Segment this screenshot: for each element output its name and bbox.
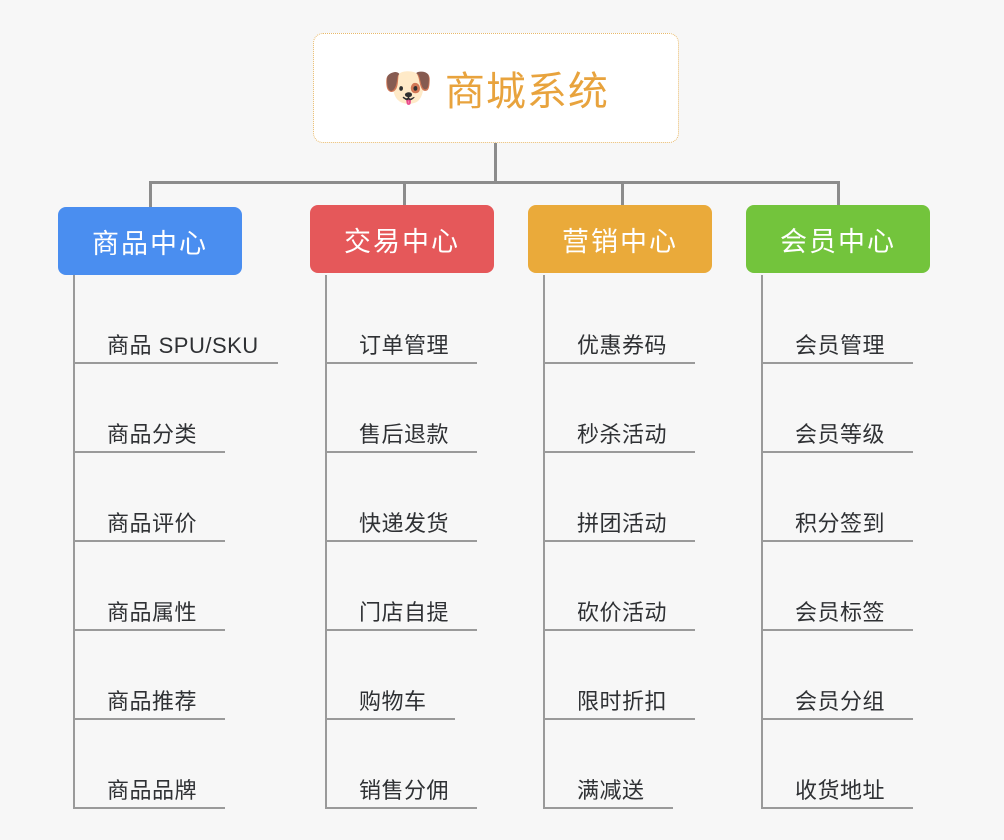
- leaf-underline: [761, 540, 913, 542]
- leaf-underline: [73, 451, 225, 453]
- leaf-item[interactable]: 会员分组: [761, 631, 981, 720]
- leaf-item-label: 砍价活动: [577, 599, 668, 625]
- leaf-item[interactable]: 购物车: [325, 631, 545, 720]
- leaf-column-product-center: 商品 SPU/SKU 商品分类 商品评价 商品属性 商品推荐 商品品牌: [73, 275, 293, 809]
- leaf-item[interactable]: 秒杀活动: [543, 364, 763, 453]
- leaf-item-label: 商品评价: [107, 510, 198, 536]
- leaf-item[interactable]: 拼团活动: [543, 453, 763, 542]
- leaf-item[interactable]: 优惠券码: [543, 275, 763, 364]
- leaf-item[interactable]: 砍价活动: [543, 542, 763, 631]
- leaf-underline: [543, 807, 673, 809]
- leaf-underline: [325, 451, 477, 453]
- leaf-item-label: 购物车: [359, 688, 427, 714]
- leaf-item[interactable]: 销售分佣: [325, 720, 545, 809]
- leaf-underline: [543, 718, 695, 720]
- branch-header-product-center[interactable]: 商品中心: [58, 207, 242, 275]
- leaf-underline: [325, 540, 477, 542]
- leaf-item-label: 销售分佣: [359, 777, 450, 803]
- leaf-item-label: 门店自提: [359, 599, 450, 625]
- root-title: 商城系统: [444, 70, 609, 114]
- root-drop-line: [494, 143, 497, 181]
- branch-header-member-center[interactable]: 会员中心: [746, 205, 930, 273]
- branch-header-marketing-center[interactable]: 营销中心: [528, 205, 712, 273]
- leaf-item[interactable]: 商品品牌: [73, 720, 293, 809]
- leaf-underline: [73, 540, 225, 542]
- leaf-item[interactable]: 收货地址: [761, 720, 981, 809]
- branch-header-label: 交易中心: [344, 226, 460, 257]
- branch-header-label: 营销中心: [562, 226, 678, 257]
- leaf-trunk-line: [761, 275, 763, 809]
- branch-drop-line-4: [837, 181, 840, 207]
- leaf-item[interactable]: 订单管理: [325, 275, 545, 364]
- leaf-item-label: 售后退款: [359, 421, 450, 447]
- leaf-item[interactable]: 门店自提: [325, 542, 545, 631]
- leaf-item[interactable]: 快递发货: [325, 453, 545, 542]
- leaf-item-label: 商品推荐: [107, 688, 198, 714]
- leaf-underline: [325, 362, 477, 364]
- leaf-underline: [761, 629, 913, 631]
- leaf-column-member-center: 会员管理 会员等级 积分签到 会员标签 会员分组 收货地址: [761, 275, 981, 809]
- leaf-item[interactable]: 商品 SPU/SKU: [73, 275, 293, 364]
- leaf-item[interactable]: 积分签到: [761, 453, 981, 542]
- leaf-item[interactable]: 满减送: [543, 720, 763, 809]
- leaf-underline: [73, 629, 225, 631]
- leaf-underline: [543, 451, 695, 453]
- leaf-underline: [543, 540, 695, 542]
- leaf-item-label: 商品属性: [107, 599, 198, 625]
- leaf-underline: [325, 629, 477, 631]
- leaf-underline: [73, 807, 225, 809]
- leaf-item-label: 会员分组: [795, 688, 886, 714]
- leaf-item[interactable]: 售后退款: [325, 364, 545, 453]
- leaf-underline: [761, 451, 913, 453]
- leaf-item-label: 会员标签: [795, 599, 886, 625]
- leaf-underline: [761, 362, 913, 364]
- leaf-item-label: 会员管理: [795, 332, 886, 358]
- leaf-item-label: 秒杀活动: [577, 421, 668, 447]
- leaf-trunk-line: [325, 275, 327, 809]
- root-node[interactable]: 🐶 商城系统: [313, 33, 679, 143]
- leaf-underline: [761, 807, 913, 809]
- leaf-item-label: 限时折扣: [577, 688, 668, 714]
- leaf-column-marketing-center: 优惠券码 秒杀活动 拼团活动 砍价活动 限时折扣 满减送: [543, 275, 763, 809]
- branch-drop-line-1: [149, 181, 152, 207]
- leaf-item[interactable]: 商品属性: [73, 542, 293, 631]
- leaf-item-label: 优惠券码: [577, 332, 668, 358]
- leaf-item[interactable]: 会员管理: [761, 275, 981, 364]
- leaf-underline: [325, 718, 455, 720]
- leaf-item[interactable]: 商品评价: [73, 453, 293, 542]
- leaf-item[interactable]: 会员标签: [761, 542, 981, 631]
- leaf-underline: [325, 807, 477, 809]
- leaf-item-label: 积分签到: [795, 510, 886, 536]
- leaf-item[interactable]: 商品分类: [73, 364, 293, 453]
- leaf-underline: [761, 718, 913, 720]
- branch-drop-line-2: [403, 181, 406, 207]
- leaf-underline: [543, 362, 695, 364]
- leaf-item-label: 快递发货: [359, 510, 450, 536]
- leaf-item[interactable]: 限时折扣: [543, 631, 763, 720]
- leaf-underline: [543, 629, 695, 631]
- branch-drop-line-3: [621, 181, 624, 207]
- leaf-item-label: 商品 SPU/SKU: [107, 332, 259, 358]
- leaf-item[interactable]: 会员等级: [761, 364, 981, 453]
- leaf-item[interactable]: 商品推荐: [73, 631, 293, 720]
- leaf-trunk-line: [73, 275, 75, 809]
- branch-bus-line: [149, 181, 840, 184]
- leaf-trunk-line: [543, 275, 545, 809]
- branch-header-label: 商品中心: [92, 228, 208, 259]
- leaf-underline: [73, 362, 278, 364]
- branch-header-label: 会员中心: [780, 226, 896, 257]
- leaf-item-label: 会员等级: [795, 421, 886, 447]
- leaf-item-label: 收货地址: [795, 777, 886, 803]
- leaf-item-label: 商品品牌: [107, 777, 198, 803]
- leaf-underline: [73, 718, 225, 720]
- leaf-item-label: 订单管理: [359, 332, 450, 358]
- leaf-item-label: 拼团活动: [577, 510, 668, 536]
- leaf-column-trade-center: 订单管理 售后退款 快递发货 门店自提 购物车 销售分佣: [325, 275, 545, 809]
- leaf-item-label: 商品分类: [107, 421, 198, 447]
- dog-face-icon: 🐶: [383, 66, 433, 110]
- branch-header-trade-center[interactable]: 交易中心: [310, 205, 494, 273]
- leaf-item-label: 满减送: [577, 777, 645, 803]
